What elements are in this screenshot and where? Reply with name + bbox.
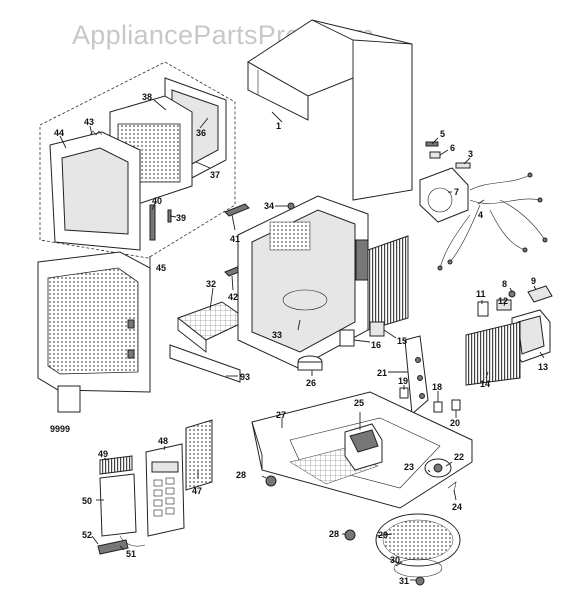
- control-panel-part: [145, 443, 185, 537]
- callout-3: 3: [468, 149, 473, 159]
- hinge-part: [97, 539, 129, 555]
- coupler-part: [415, 576, 425, 586]
- callout-42: 42: [228, 292, 238, 302]
- display-window-part: [99, 455, 133, 475]
- callout-1: 1: [276, 121, 281, 131]
- callout-31: 31: [399, 576, 409, 586]
- callout-45: 45: [156, 263, 166, 273]
- callout-7: 7: [454, 187, 459, 197]
- switch-20-part: [451, 399, 461, 411]
- turntable-motor-part: [297, 355, 323, 371]
- callout-18: 18: [432, 382, 442, 392]
- callout-51: 51: [126, 549, 136, 559]
- callout-8: 8: [502, 279, 507, 289]
- callout-labels: 1 3 4 5 6 7 8 9 11 12 13 14 15 16 18 19 …: [50, 92, 548, 586]
- part-15-box: [369, 321, 385, 337]
- callout-28a: 28: [236, 470, 246, 480]
- callout-26: 26: [306, 378, 316, 388]
- callout-9: 9: [531, 276, 536, 286]
- manual-part: [57, 385, 81, 413]
- callout-28b: 28: [329, 529, 339, 539]
- callout-40: 40: [152, 196, 162, 206]
- callout-93: 93: [240, 372, 250, 382]
- callout-13: 13: [538, 362, 548, 372]
- wire-harness-part: [437, 172, 548, 271]
- callout-22: 22: [454, 452, 464, 462]
- callout-29: 29: [378, 530, 388, 540]
- callout-33: 33: [272, 330, 282, 340]
- part-3: [455, 162, 471, 169]
- switch-18-part: [433, 401, 443, 413]
- callout-23: 23: [404, 462, 414, 472]
- trim-strip-part: [169, 344, 241, 383]
- magnetron-part: [344, 423, 383, 471]
- callout-24: 24: [452, 502, 462, 512]
- leader-lines: [59, 99, 545, 581]
- outer-door-part: [37, 251, 151, 393]
- callout-37: 37: [210, 170, 220, 180]
- callout-36: 36: [196, 128, 206, 138]
- part-6: [429, 151, 441, 159]
- bracket-14-part: [465, 321, 521, 386]
- callout-27: 27: [276, 410, 286, 420]
- callout-39: 39: [176, 213, 186, 223]
- callout-30: 30: [390, 555, 400, 565]
- cabinet-part: [247, 19, 413, 201]
- callout-25: 25: [354, 398, 364, 408]
- transformer-part: [511, 309, 551, 363]
- callout-11: 11: [476, 289, 486, 299]
- screw-34-part: [287, 202, 295, 210]
- keypad-part: [99, 473, 137, 537]
- callout-34: 34: [264, 201, 274, 211]
- control-panel-group: [97, 419, 213, 555]
- bracket-41-part: [224, 203, 250, 217]
- control-bracket-part: [404, 335, 429, 416]
- part-11: [477, 301, 489, 317]
- callout-6: 6: [450, 143, 455, 153]
- callout-49: 49: [98, 449, 108, 459]
- callout-52: 52: [82, 530, 92, 540]
- side-panel-part: [367, 235, 409, 331]
- callout-12: 12: [498, 296, 508, 306]
- fan-motor-part: [419, 167, 469, 223]
- door-assembly: [39, 61, 236, 259]
- foot-28b-part: [344, 529, 356, 541]
- foot-28a-part: [265, 475, 277, 487]
- callout-5: 5: [440, 129, 445, 139]
- part-9: [527, 285, 553, 303]
- callout-41: 41: [230, 234, 240, 244]
- control-board-part: [185, 419, 213, 491]
- callout-14: 14: [480, 379, 490, 389]
- callout-15: 15: [397, 336, 407, 346]
- callout-16: 16: [371, 340, 381, 350]
- callout-9999: 9999: [50, 424, 70, 434]
- callout-44: 44: [54, 128, 64, 138]
- callout-48: 48: [158, 436, 168, 446]
- callout-43: 43: [84, 117, 94, 127]
- callout-21: 21: [377, 368, 387, 378]
- callout-47: 47: [192, 486, 202, 496]
- part-24: [447, 481, 457, 493]
- callout-50: 50: [82, 496, 92, 506]
- callout-19: 19: [398, 376, 408, 386]
- oven-cavity-part: [237, 195, 369, 369]
- callout-32: 32: [206, 279, 216, 289]
- callout-38: 38: [142, 92, 152, 102]
- part-16: [339, 329, 355, 347]
- cooling-fan-part: [424, 458, 452, 478]
- glass-tray-part: [375, 513, 461, 567]
- callout-4: 4: [478, 210, 483, 220]
- callout-20: 20: [450, 418, 460, 428]
